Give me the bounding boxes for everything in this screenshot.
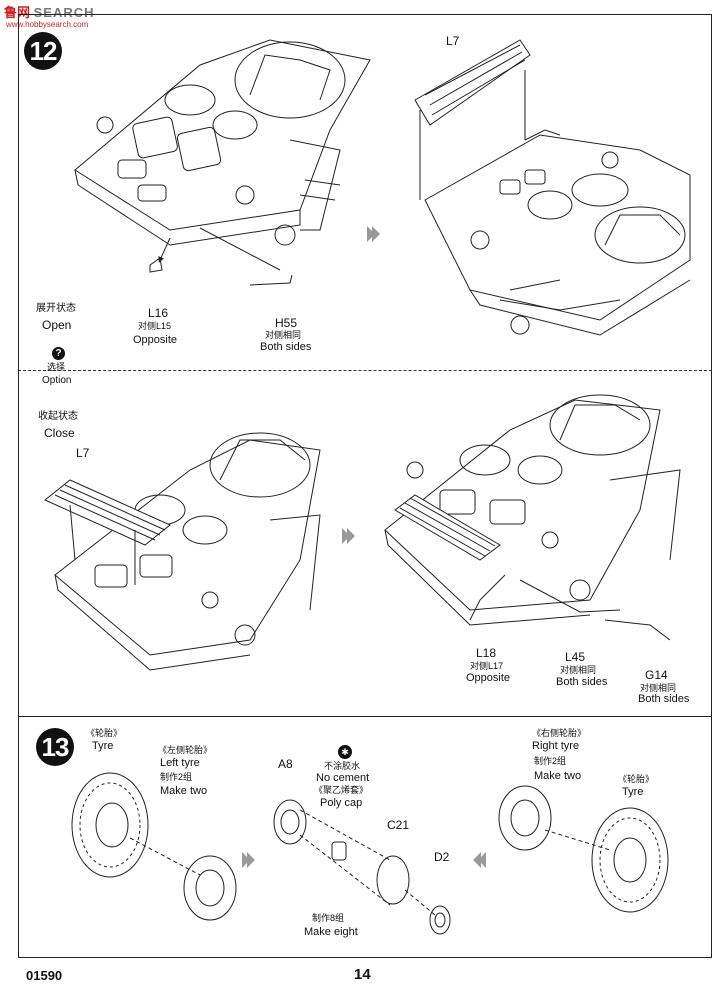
next-arrow-icon [367, 226, 380, 242]
part-a8: A8 [278, 757, 293, 771]
no-cement-icon: ✱ [338, 745, 352, 759]
tyre-left-en: Tyre [92, 740, 114, 752]
part-l18-en: Opposite [466, 672, 511, 684]
right-make-en: Make two [534, 770, 582, 782]
part-l16-cn: 对侧L15 [138, 321, 172, 331]
no-cement-en: No cement [316, 772, 370, 784]
left-tyre-en: Left tyre [160, 757, 200, 769]
part-h55-en: Both sides [260, 341, 312, 353]
part-l45: L45 [565, 650, 586, 664]
part-c21: C21 [387, 818, 410, 832]
left-tyre-cn: 《左侧轮胎》 [158, 745, 213, 755]
page-frame [18, 14, 712, 958]
make-eight-cn: 制作8组 [312, 913, 345, 923]
part-d2: D2 [434, 850, 450, 864]
tyre-left-cn: 《轮胎》 [86, 728, 123, 738]
part-g14: G14 [645, 668, 668, 682]
watermark: 鲁网 SEARCH [4, 2, 95, 21]
close-label-en: Close [44, 426, 75, 440]
part-l16-en: Opposite [133, 334, 178, 346]
part-l45-cn: 对侧相同 [560, 665, 597, 675]
option-question-icon: ? [52, 347, 65, 360]
right-make-cn: 制作2组 [534, 756, 567, 766]
next-arrow-icon [342, 528, 355, 544]
left-make-en: Make two [160, 785, 208, 797]
option-divider [18, 370, 712, 371]
page-number: 14 [354, 966, 371, 983]
part-h55-cn: 对侧相同 [265, 330, 302, 340]
make-eight-en: Make eight [304, 926, 358, 938]
poly-cap-en: Poly cap [320, 797, 363, 809]
right-tyre-en: Right tyre [532, 740, 580, 752]
poly-cap-cn: 《聚乙烯套》 [314, 785, 369, 795]
tyre-right-en: Tyre [622, 786, 644, 798]
right-tyre-cn: 《右侧轮胎》 [532, 728, 587, 738]
no-cement-cn: 不涂胶水 [324, 761, 361, 771]
prev-arrow-icon [473, 852, 486, 868]
tyre-right-cn: 《轮胎》 [618, 774, 655, 784]
part-g14-cn: 对侧相同 [640, 683, 677, 693]
part-l18-cn: 对侧L17 [470, 661, 504, 671]
watermark-brand: 鲁网 [4, 5, 31, 20]
option-label-en: Option [42, 375, 72, 386]
step-divider [18, 716, 712, 717]
option-label-cn: 选择 [47, 362, 66, 372]
part-g14-en: Both sides [638, 693, 690, 705]
part-l7-top: L7 [446, 34, 460, 48]
part-l16: L16 [148, 306, 169, 320]
left-make-cn: 制作2组 [160, 772, 193, 782]
part-l18: L18 [476, 646, 497, 660]
step-13-badge: 13 [36, 728, 74, 766]
watermark-search: SEARCH [33, 5, 95, 20]
step-12-badge: 12 [24, 32, 62, 70]
next-arrow-icon [242, 852, 255, 868]
part-l45-en: Both sides [556, 676, 608, 688]
open-label-en: Open [42, 318, 72, 332]
open-label-cn: 展开状态 [36, 303, 76, 314]
part-h55: H55 [275, 316, 298, 330]
part-l7-bottom: L7 [76, 446, 90, 460]
close-label-cn: 收起状态 [38, 411, 78, 422]
product-code: 01590 [26, 968, 63, 983]
watermark-url: www.hobbysearch.com [6, 20, 89, 29]
